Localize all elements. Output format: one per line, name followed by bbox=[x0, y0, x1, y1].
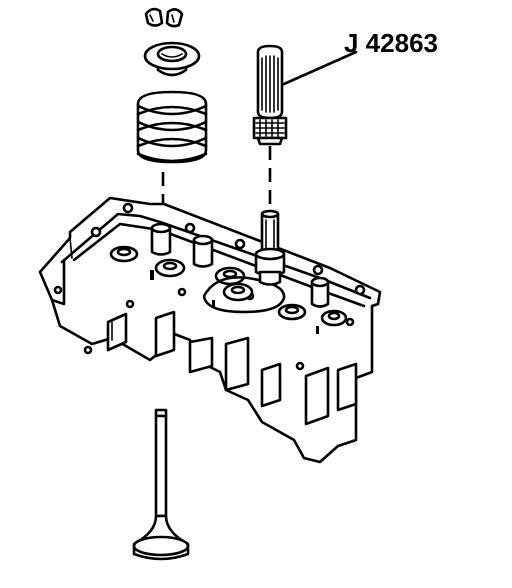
tool-j42863 bbox=[252, 44, 288, 146]
valve bbox=[132, 408, 190, 561]
valve-guides bbox=[150, 222, 330, 308]
callout-leader bbox=[282, 50, 358, 86]
cylinder-head bbox=[38, 196, 382, 464]
valve-spring bbox=[136, 90, 208, 164]
valve-keepers bbox=[144, 7, 184, 28]
installer-in-head bbox=[254, 209, 286, 286]
tool-number-label: J 42863 bbox=[344, 28, 438, 58]
valve-guide-bosses bbox=[109, 245, 348, 327]
valve-spring-retainer bbox=[143, 41, 201, 77]
